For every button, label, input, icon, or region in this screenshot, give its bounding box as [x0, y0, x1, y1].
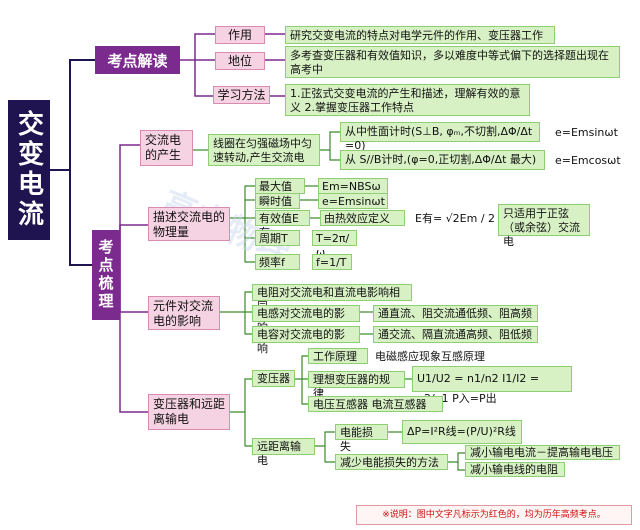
section-reading-title: 考点解读 [95, 46, 180, 74]
reading-item-label: 地位 [215, 52, 265, 70]
desc-item-formula: T=2π/ω [312, 230, 357, 259]
transmission-method: 减少电能损失的方法 [335, 454, 448, 470]
transformer-principle-value: 电磁感应现象互感原理 [375, 350, 485, 363]
gen-case-formula: e=Emcosωt [555, 154, 621, 167]
root-title: 交变电流 [8, 100, 50, 240]
effective-formula: E有= √2Em / 2 [415, 212, 496, 225]
desc-item-formula: f=1/T [312, 254, 352, 270]
effective-note: 只适用于正弦（或余弦）交流电 [498, 204, 590, 248]
transmission-loss-value: ΔP=I²R线=(P/U)²R线 [402, 420, 522, 444]
desc-label: 描述交流电的物理量 [148, 207, 230, 241]
transformer-ideal-value: U1/U2 = n1/n2 I1/I2 = n2/n1 P入=P出 [412, 366, 572, 405]
reading-item-label: 作用 [215, 26, 265, 44]
transmission-label: 远距离输电 [252, 438, 315, 467]
trans-label: 变压器和远距离输电 [148, 394, 230, 430]
desc-item-formula: 由热效应定义 [320, 210, 405, 226]
gen-case-cond: 从 S//B计时,(φ=0,正切割,ΔΦ/Δt 最大) [340, 150, 545, 170]
effect-item-result: 通直流、阻交流通低频、阻高频 [373, 305, 538, 322]
desc-item-formula: e=Emsinωt [318, 193, 388, 209]
reading-item-text: 1.正弦式交变电流的产生和描述，理解有效的意义 2.掌握变压器工作特点 [285, 84, 530, 116]
transmission-method-item: 减小输电线的电阻 [465, 462, 565, 477]
effect-item-result: 通交流、隔直流通高频、阻低频 [373, 326, 538, 343]
reading-item-label: 学习方法 [213, 86, 270, 104]
transformer-ideal: 理想变压器的规律 [308, 371, 405, 400]
effect-item-text: 电阻对交流电和直流电影响相同 [252, 284, 412, 313]
gen-case-formula: e=Emsinωt [555, 126, 618, 139]
effect-label: 元件对交流电的影响 [148, 296, 220, 330]
reading-item-text: 多考查变压器和有效值知识，多以难度中等式偏下的选择题出现在高考中 [285, 46, 620, 78]
reading-item-text: 研究交变电流的特点对电学元件的作用、变压器工作 [285, 26, 555, 44]
footnote: ※说明：图中文字凡标示为红色的，均为历年高频考点。 [356, 505, 632, 525]
transmission-loss: 电能损失 [335, 424, 388, 453]
desc-item-name: 周期T [255, 230, 300, 246]
transmission-method-item: 减小输电电流－提高输电电压 [465, 445, 620, 460]
gen-label: 交流电的产生 [140, 130, 193, 166]
transformer-mutual: 电压互感器 电流互感器 [308, 396, 443, 412]
section-sorting-title: 考点梳理 [92, 230, 120, 320]
desc-item-name: 有效值E有 [255, 210, 310, 239]
transformer-label: 变压器 [252, 370, 295, 387]
desc-item-formula: Em=NBSω [318, 178, 388, 194]
effect-item-text: 电容对交流电的影响 [252, 326, 360, 355]
desc-item-name: 频率f [255, 254, 300, 270]
gen-desc: 线圈在匀强磁场中匀速转动,产生交流电 [208, 134, 320, 166]
transformer-principle: 工作原理 [308, 348, 368, 364]
effect-item-text: 电感对交流电的影响 [252, 305, 360, 334]
gen-case-cond: 从中性面计时(S⊥B, φₘ,不切割,ΔΦ/Δt =0) [340, 122, 540, 152]
